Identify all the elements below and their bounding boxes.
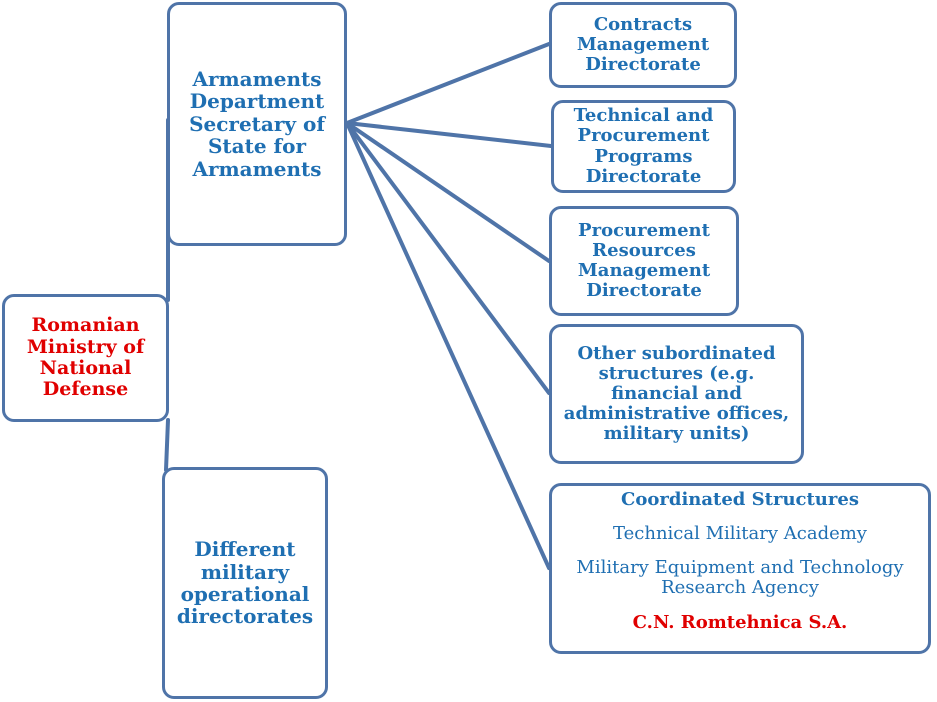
node-contracts-directorate-label: Contracts Management Directorate — [576, 13, 710, 76]
connector-armaments-technical — [345, 121, 553, 148]
node-technical-directorate-label: Technical and Procurement Programs Direc… — [573, 105, 714, 187]
node-technical-directorate: Technical and Procurement Programs Direc… — [551, 100, 736, 193]
connector-armaments-other — [345, 121, 551, 395]
node-contracts-directorate: Contracts Management Directorate — [549, 2, 737, 88]
connector-root-operational — [164, 418, 170, 472]
node-armaments-department-label: Armaments Department Secretary of State … — [189, 67, 325, 181]
connector-armaments-coordinated — [345, 121, 551, 570]
node-other-structures: Other subordinated structures (e.g. fina… — [549, 324, 804, 464]
coordinated-item-company: C.N. Romtehnica S.A. — [632, 611, 848, 633]
node-romanian-ministry: Romanian Ministry of National Defense — [2, 294, 169, 422]
node-coordinated-structures: Coordinated Structures Technical Militar… — [549, 483, 931, 654]
node-resources-directorate-label: Procurement Resources Management Directo… — [577, 219, 711, 302]
connector-armaments-resources — [345, 121, 551, 263]
node-resources-directorate: Procurement Resources Management Directo… — [549, 206, 739, 316]
node-armaments-department: Armaments Department Secretary of State … — [167, 2, 347, 246]
node-other-structures-label: Other subordinated structures (e.g. fina… — [563, 342, 790, 445]
coordinated-structures-title: Coordinated Structures — [621, 489, 859, 510]
coordinated-item-agency: Military Equipment and Technology Resear… — [576, 557, 904, 599]
coordinated-item-academy: Technical Military Academy — [613, 523, 867, 545]
connector-armaments-contracts — [345, 42, 551, 125]
node-operational-directorates: Different military operational directora… — [162, 467, 328, 699]
node-romanian-ministry-label: Romanian Ministry of National Defense — [26, 314, 145, 401]
node-operational-directorates-label: Different military operational directora… — [176, 537, 314, 629]
